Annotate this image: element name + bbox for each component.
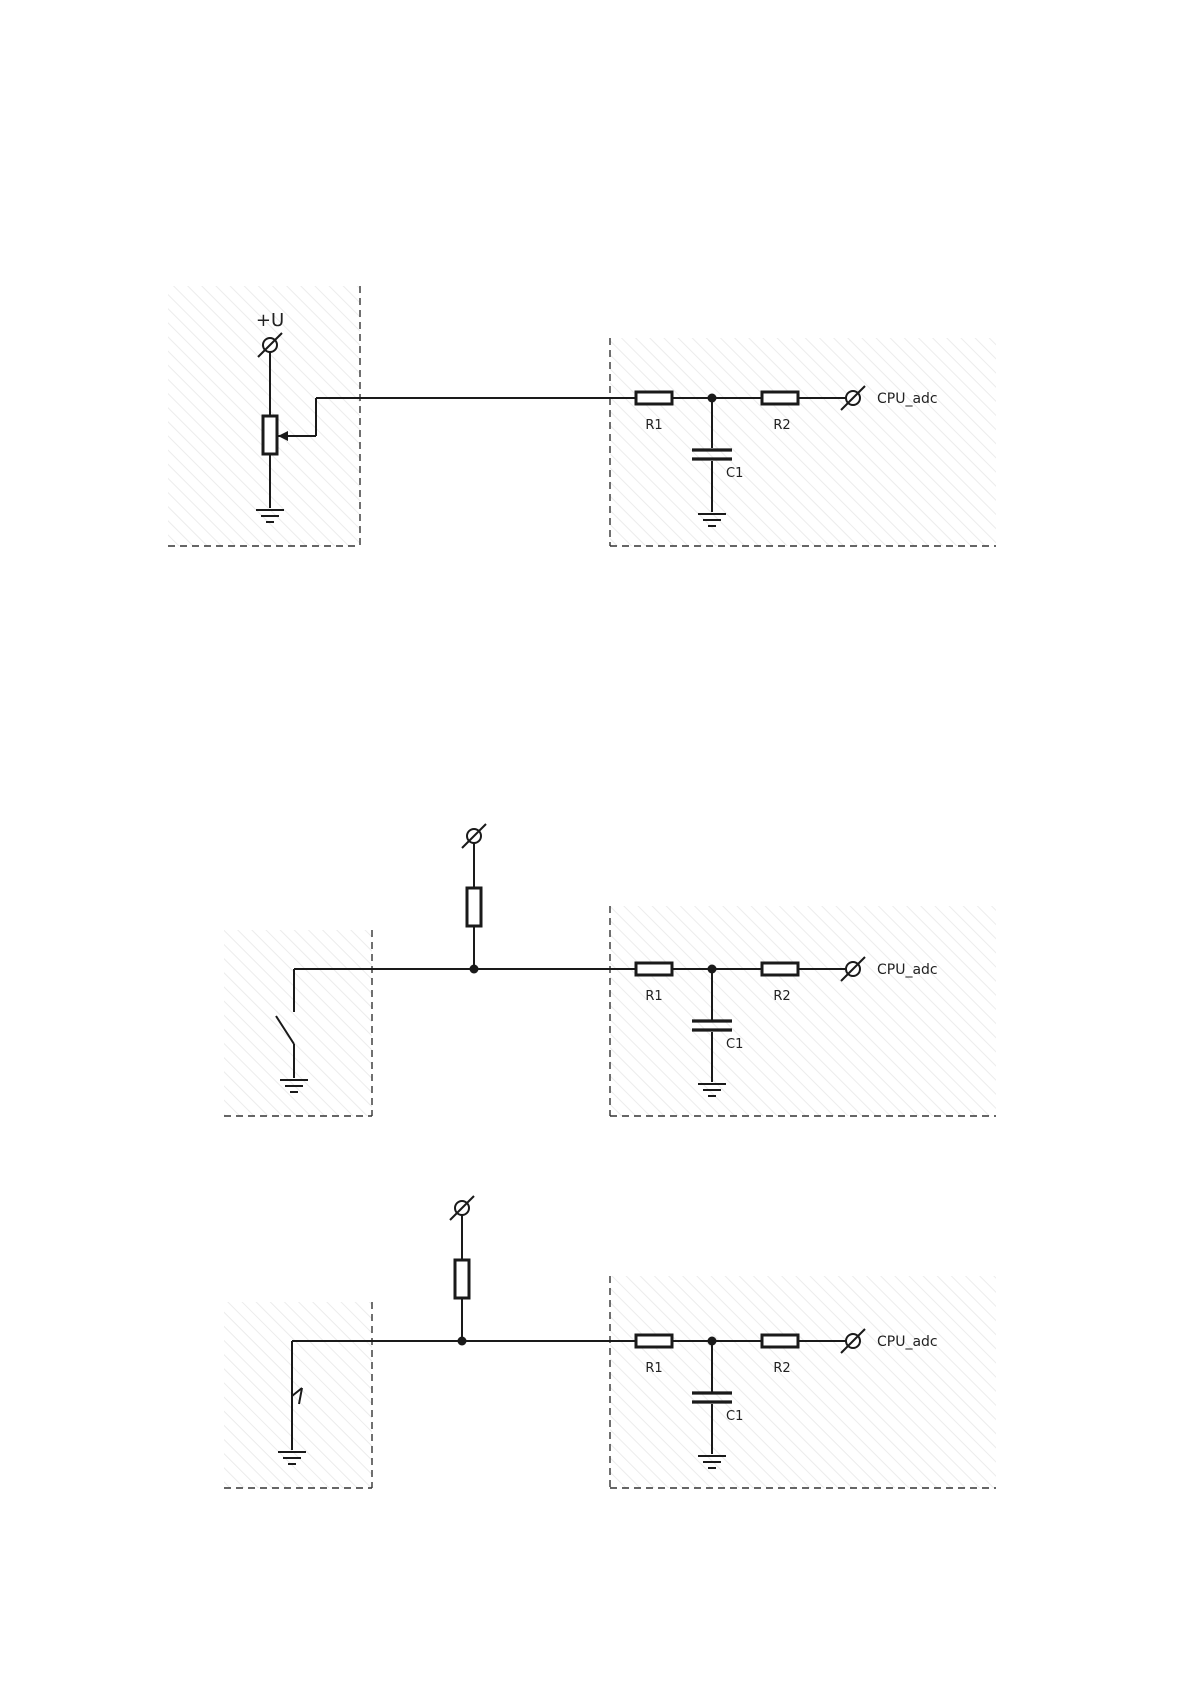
resistor-r2 <box>762 392 798 404</box>
supply-label: +U <box>256 310 284 331</box>
resistor-r2 <box>762 1335 798 1347</box>
resistor-r1 <box>636 392 672 404</box>
pullup-resistor <box>467 888 481 926</box>
resistor-r1 <box>636 1335 672 1347</box>
c1-label: C1 <box>726 1037 743 1052</box>
resistor-r2 <box>762 963 798 975</box>
schematic-potentiometer: +U R1 C1 R2 CPU_adc <box>168 286 996 546</box>
r1-label: R1 <box>645 418 662 433</box>
output-label: CPU_adc <box>877 962 938 978</box>
cpu-module-area <box>610 338 996 546</box>
c1-label: C1 <box>726 1409 743 1424</box>
r1-label: R1 <box>645 989 662 1004</box>
cpu-module-area <box>610 906 996 1116</box>
pullup-resistor <box>455 1260 469 1298</box>
r1-label: R1 <box>645 1361 662 1376</box>
sensor-module-area <box>224 1302 372 1488</box>
potentiometer <box>263 416 277 454</box>
cpu-module-area <box>610 1276 996 1488</box>
c1-label: C1 <box>726 466 743 481</box>
resistor-r1 <box>636 963 672 975</box>
output-label: CPU_adc <box>877 1334 938 1350</box>
sensor-module-area <box>224 930 372 1116</box>
r2-label: R2 <box>773 1361 790 1376</box>
r2-label: R2 <box>773 989 790 1004</box>
r2-label: R2 <box>773 418 790 433</box>
output-label: CPU_adc <box>877 391 938 407</box>
schematic-switch-open: R1 C1 R2 CPU_adc <box>224 824 996 1116</box>
schematic-switch-closed: R1 C1 R2 CPU_adc <box>224 1196 996 1488</box>
